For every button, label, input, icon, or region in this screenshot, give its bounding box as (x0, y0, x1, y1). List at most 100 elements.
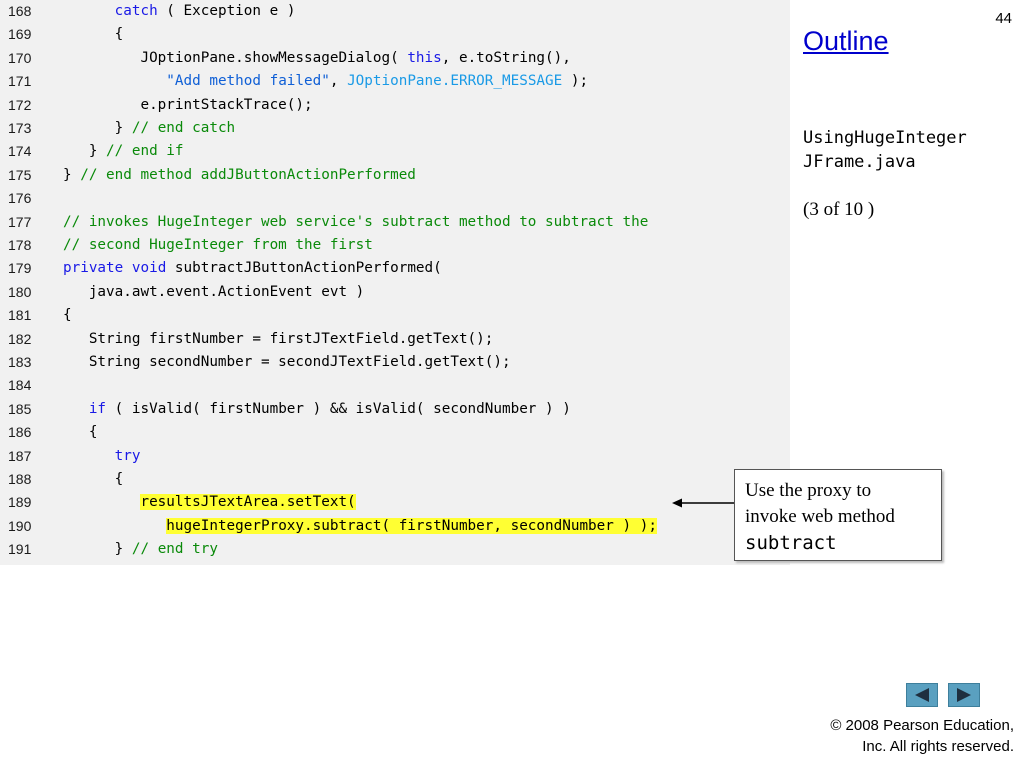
copyright: © 2008 Pearson Education, Inc. All right… (830, 715, 1014, 757)
code-text: } // end method addJButtonActionPerforme… (63, 164, 416, 187)
code-token (123, 260, 132, 276)
page-number: 44 (995, 10, 1012, 27)
callout-arrow-icon (672, 498, 734, 508)
code-token: { (63, 26, 124, 43)
next-slide-button[interactable] (948, 683, 980, 707)
line-number: 176 (8, 190, 32, 207)
code-text: private void subtractJButtonActionPerfor… (63, 257, 442, 280)
file-name: UsingHugeInteger JFrame.java (803, 126, 967, 174)
line-number: 184 (8, 377, 32, 394)
code-line: 187 try (0, 445, 790, 468)
code-line: 174 } // end if (0, 140, 790, 163)
line-number: 187 (8, 447, 32, 464)
code-token: try (114, 447, 141, 464)
code-line: 180 java.awt.event.ActionEvent evt ) (0, 281, 790, 304)
code-token: String secondNumber = secondJTextField.g… (63, 354, 511, 370)
code-line: 171 "Add method failed", JOptionPane.ERR… (0, 70, 790, 93)
line-number: 190 (8, 517, 32, 534)
line-number: 177 (8, 213, 32, 230)
code-text: resultsJTextArea.setText( (63, 491, 356, 514)
code-line: 190 hugeIntegerProxy.subtract( firstNumb… (0, 515, 790, 538)
code-text: } // end try (63, 538, 218, 561)
outline-link[interactable]: Outline (803, 26, 889, 56)
code-token: ( isValid( firstNumber ) && isValid( sec… (106, 400, 571, 417)
code-line: 173 } // end catch (0, 117, 790, 140)
code-token: , (329, 73, 348, 90)
code-line: 169 { (0, 23, 790, 46)
code-text: { (63, 421, 98, 444)
line-number: 180 (8, 283, 32, 300)
code-text: String firstNumber = firstJTextField.get… (63, 328, 494, 351)
code-token: String firstNumber = firstJTextField.get… (63, 330, 494, 347)
line-number: 172 (8, 96, 32, 113)
code-line: 182 String firstNumber = firstJTextField… (0, 328, 790, 351)
code-token: { (63, 424, 98, 441)
line-number: 182 (8, 330, 32, 347)
line-number: 188 (8, 471, 32, 487)
code-text: // invokes HugeInteger web service's sub… (63, 211, 648, 234)
code-text: } // end if (63, 140, 184, 163)
code-text: JOptionPane.showMessageDialog( this, e.t… (63, 47, 570, 70)
code-text: // second HugeInteger from the first (63, 234, 373, 257)
code-text: e.printStackTrace(); (63, 94, 313, 117)
code-token: // end catch (131, 120, 236, 136)
code-token (63, 401, 89, 417)
line-number: 183 (8, 354, 32, 370)
callout-line1: Use the proxy to (745, 480, 872, 501)
code-token: // end method addJButtonActionPerformed (80, 166, 416, 183)
code-token: private (63, 260, 124, 277)
code-token: if (88, 400, 107, 417)
code-listing: 168 catch ( Exception e )169 {170 JOptio… (0, 0, 790, 565)
code-line: 172 e.printStackTrace(); (0, 94, 790, 117)
callout-box: Use the proxy to invoke web method subtr… (734, 469, 942, 561)
copyright-line2: Inc. All rights reserved. (862, 738, 1014, 755)
code-line: 189 resultsJTextArea.setText( (0, 491, 790, 514)
code-text: if ( isValid( firstNumber ) && isValid( … (63, 398, 571, 421)
code-token: hugeIntegerProxy.subtract( firstNumber, … (166, 517, 657, 534)
code-token: } (63, 541, 132, 558)
code-token (63, 73, 166, 89)
line-number: 178 (8, 237, 32, 253)
code-token: // second HugeInteger from the first (63, 237, 373, 253)
code-token: } (63, 120, 132, 136)
code-token: java.awt.event.ActionEvent evt ) (63, 283, 365, 300)
file-name-line1: UsingHugeInteger (803, 128, 967, 148)
previous-slide-button[interactable] (906, 683, 938, 707)
right-triangle-icon (957, 688, 971, 702)
code-token: JOptionPane.showMessageDialog( (63, 49, 408, 66)
line-number: 173 (8, 120, 32, 136)
code-line: 183 String secondNumber = secondJTextFie… (0, 351, 790, 374)
code-token (63, 518, 166, 534)
line-number: 181 (8, 307, 32, 324)
left-triangle-icon (915, 688, 929, 702)
code-token: subtractJButtonActionPerformed( (166, 260, 442, 277)
line-number: 169 (8, 26, 32, 43)
code-token: catch (114, 3, 158, 19)
code-token: "Add method failed" (166, 73, 330, 90)
code-token: // end if (106, 143, 184, 160)
code-token: // invokes HugeInteger web service's sub… (63, 213, 649, 230)
code-token: JOptionPane.ERROR_MESSAGE (347, 73, 563, 90)
line-number: 171 (8, 73, 32, 90)
code-text: hugeIntegerProxy.subtract( firstNumber, … (63, 515, 657, 538)
code-token: e.printStackTrace(); (63, 96, 313, 113)
callout-method: subtract (745, 532, 837, 554)
code-token (63, 448, 115, 464)
code-line: 170 JOptionPane.showMessageDialog( this,… (0, 47, 790, 70)
part-indicator: (3 of 10 ) (803, 199, 875, 220)
code-token: ); (562, 73, 589, 90)
code-text: String secondNumber = secondJTextField.g… (63, 351, 511, 374)
code-line: 168 catch ( Exception e ) (0, 0, 790, 23)
code-line: 176 (0, 187, 790, 210)
code-line: 181 { (0, 304, 790, 327)
line-number: 170 (8, 49, 32, 66)
file-name-line2: JFrame.java (803, 152, 916, 172)
code-text: java.awt.event.ActionEvent evt ) (63, 281, 364, 304)
line-number: 185 (8, 400, 32, 417)
line-number: 168 (8, 3, 32, 19)
code-token: this (407, 49, 442, 66)
code-token: { (63, 471, 124, 487)
code-text: { (63, 304, 72, 327)
code-line: 175} // end method addJButtonActionPerfo… (0, 164, 790, 187)
